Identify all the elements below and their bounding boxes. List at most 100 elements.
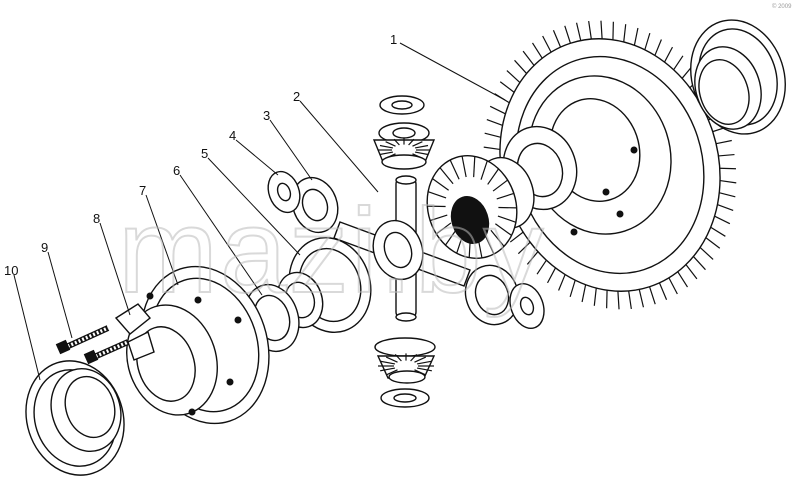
gear-tooth [499, 81, 515, 93]
gear-tooth [483, 146, 501, 151]
gear-tooth [569, 279, 576, 298]
part-7-differential-case-half [126, 265, 270, 425]
gear-tooth [531, 42, 544, 60]
watermark-text: mazi.by [118, 184, 545, 318]
gear-tooth [522, 50, 535, 67]
gear-tooth [617, 290, 620, 310]
corner-mark: © 2009 [772, 3, 792, 10]
part-4-thrust-washer [267, 170, 301, 214]
callout-1: 1 [390, 32, 397, 47]
gear-tooth [380, 360, 396, 365]
gear-tooth [496, 192, 515, 200]
callout-4: 4 [229, 128, 236, 143]
gear-tooth [414, 356, 427, 363]
gear-tooth [412, 141, 423, 147]
callout-10: 10 [4, 263, 18, 278]
callout-8: 8 [93, 211, 100, 226]
right-pinion-gear [464, 264, 545, 329]
gear-tooth [719, 192, 736, 198]
callout-labels: 1 2 3 4 5 6 7 8 9 10 [4, 32, 397, 278]
gear-tooth [654, 39, 662, 56]
gear-tooth [414, 144, 429, 149]
gear-tooth [414, 151, 429, 156]
gear-tooth [588, 20, 593, 40]
gear-tooth [685, 263, 698, 280]
gear-tooth [416, 367, 432, 372]
gear-tooth [410, 353, 418, 362]
gear-tooth [705, 237, 721, 249]
gear-tooth [484, 132, 501, 138]
gear-tooth [439, 167, 454, 185]
callout-5: 5 [201, 146, 208, 161]
part-8-lock-plate [114, 303, 155, 361]
gear-tooth [575, 22, 582, 42]
gear-tooth [676, 270, 689, 288]
gear-tooth [416, 360, 432, 365]
gear-tooth [444, 229, 457, 246]
gear-tooth [486, 118, 503, 126]
part-3-pinion-gear [291, 176, 339, 234]
part-9-bolts [55, 325, 130, 365]
gear-tooth [490, 229, 505, 247]
gear-tooth [552, 30, 562, 48]
gear-tooth [658, 282, 668, 300]
gear-tooth [668, 277, 678, 295]
callout-2: 2 [293, 89, 300, 104]
gear-tooth [627, 290, 632, 310]
gear-tooth [526, 251, 539, 265]
gear-tooth [497, 215, 517, 223]
right-tapered-bearing [690, 19, 786, 135]
gear-tooth [719, 179, 737, 184]
gear-tooth [385, 369, 398, 376]
part-10-left-bearing [25, 360, 125, 476]
gear-tooth [385, 141, 396, 147]
upper-pinion-gear [372, 95, 436, 170]
gear-tooth [542, 35, 552, 53]
gear-tooth [633, 27, 639, 46]
gear-tooth [484, 234, 495, 255]
gear-tooth [692, 255, 706, 271]
gear-tooth [699, 246, 714, 260]
gear-tooth [379, 144, 394, 149]
gear-tooth [638, 288, 645, 308]
gear-tooth [514, 59, 528, 75]
gear-tooth [717, 204, 734, 212]
gear-tooth [710, 226, 726, 237]
gear-tooth [427, 191, 447, 199]
gear-tooth [385, 356, 398, 363]
gear-tooth [714, 215, 731, 225]
gear-tooth [509, 231, 524, 243]
gear-tooth [715, 139, 732, 145]
lower-pinion-gear [374, 337, 436, 408]
gear-tooth [436, 222, 452, 235]
gear-tooth [663, 46, 674, 63]
right-side-gear [426, 155, 535, 259]
gear-tooth [581, 284, 587, 303]
gear-tooth [600, 20, 603, 40]
gear-tooth [408, 138, 415, 146]
gear-tooth [495, 223, 512, 236]
gear-tooth [593, 287, 597, 306]
callout-9: 9 [41, 240, 48, 255]
gear-tooth [623, 24, 627, 43]
gear-tooth [429, 214, 448, 222]
gear-tooth [648, 286, 656, 305]
gear-tooth [480, 160, 488, 180]
gear-tooth [379, 151, 394, 156]
gear-tooth [487, 168, 500, 185]
gear-tooth [393, 138, 400, 146]
gear-tooth [506, 70, 521, 84]
gear-tooth [536, 259, 547, 275]
gear-tooth [492, 179, 508, 192]
gear-tooth [449, 159, 460, 180]
gear-tooth [558, 274, 566, 291]
callout-7: 7 [139, 183, 146, 198]
part-2-spider-cross [333, 175, 471, 322]
callout-3: 3 [263, 108, 270, 123]
gear-tooth [473, 156, 476, 178]
leader-lines [13, 42, 506, 381]
gear-tooth [489, 105, 506, 115]
gear-tooth [644, 32, 651, 51]
